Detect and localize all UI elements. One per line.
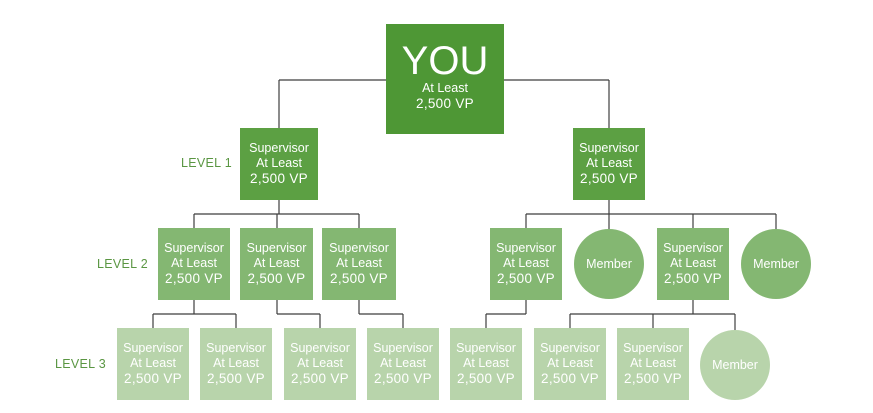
- level-3-member-node: Member: [700, 330, 770, 400]
- level-2-supervisor-node: Supervisor At Least 2,500 VP: [657, 228, 729, 300]
- node-requirement-value: 2,500 VP: [330, 270, 388, 286]
- level-2-supervisor-node: Supervisor At Least 2,500 VP: [158, 228, 230, 300]
- node-requirement-label: At Least: [380, 355, 426, 370]
- node-requirement-value: 2,500 VP: [457, 370, 515, 386]
- node-requirement-value: 2,500 VP: [541, 370, 599, 386]
- node-role: Supervisor: [206, 340, 266, 355]
- you-title: YOU: [401, 39, 489, 84]
- node-requirement-value: 2,500 VP: [664, 270, 722, 286]
- node-role: Supervisor: [456, 340, 516, 355]
- node-requirement-label: At Least: [503, 255, 549, 270]
- node-role: Member: [586, 256, 632, 271]
- node-role: Member: [712, 357, 758, 372]
- node-role: Supervisor: [579, 140, 639, 155]
- level-2-supervisor-node: Supervisor At Least 2,500 VP: [322, 228, 396, 300]
- level-3-supervisor-node: Supervisor At Least 2,500 VP: [367, 328, 439, 400]
- node-requirement-label: At Least: [670, 255, 716, 270]
- level-2-supervisor-node: Supervisor At Least 2,500 VP: [240, 228, 313, 300]
- node-role: Supervisor: [290, 340, 350, 355]
- level-2-label: LEVEL 2: [97, 257, 148, 271]
- node-requirement-value: 2,500 VP: [247, 270, 306, 286]
- node-requirement-value: 2,500 VP: [250, 170, 308, 186]
- node-role: Supervisor: [663, 240, 723, 255]
- node-role: Supervisor: [496, 240, 556, 255]
- node-requirement-label: At Least: [253, 255, 300, 270]
- level-1-supervisor-node: Supervisor At Least 2,500 VP: [240, 128, 318, 200]
- level-2-supervisor-node: Supervisor At Least 2,500 VP: [490, 228, 562, 300]
- node-role: Supervisor: [623, 340, 683, 355]
- node-role: Supervisor: [164, 240, 224, 255]
- node-requirement-value: 2,500 VP: [291, 370, 349, 386]
- node-role: Supervisor: [373, 340, 433, 355]
- level-3-supervisor-node: Supervisor At Least 2,500 VP: [450, 328, 522, 400]
- level-2-member-node: Member: [574, 229, 644, 299]
- node-requirement-value: 2,500 VP: [580, 170, 638, 186]
- node-requirement-label: At Least: [463, 355, 509, 370]
- node-requirement-value: 2,500 VP: [124, 370, 182, 386]
- level-3-supervisor-node: Supervisor At Least 2,500 VP: [200, 328, 272, 400]
- level-3-label: LEVEL 3: [55, 357, 106, 371]
- node-role: Supervisor: [249, 140, 309, 155]
- node-requirement-label: At Least: [586, 155, 632, 170]
- node-requirement-label: At Least: [630, 355, 676, 370]
- node-requirement-label: At Least: [256, 155, 302, 170]
- you-requirement-label: At Least: [422, 81, 468, 96]
- node-requirement-value: 2,500 VP: [165, 270, 223, 286]
- node-requirement-label: At Least: [336, 255, 382, 270]
- node-requirement-label: At Least: [213, 355, 259, 370]
- you-requirement-value: 2,500 VP: [416, 96, 474, 112]
- level-2-member-node: Member: [741, 229, 811, 299]
- node-requirement-label: At Least: [130, 355, 176, 370]
- node-role: Supervisor: [246, 240, 307, 255]
- node-requirement-label: At Least: [297, 355, 343, 370]
- level-3-supervisor-node: Supervisor At Least 2,500 VP: [534, 328, 606, 400]
- level-1-label: LEVEL 1: [181, 156, 232, 170]
- node-role: Supervisor: [123, 340, 183, 355]
- level-1-supervisor-node: Supervisor At Least 2,500 VP: [573, 128, 645, 200]
- node-requirement-value: 2,500 VP: [374, 370, 432, 386]
- node-role: Supervisor: [540, 340, 600, 355]
- node-requirement-value: 2,500 VP: [624, 370, 682, 386]
- level-3-supervisor-node: Supervisor At Least 2,500 VP: [117, 328, 189, 400]
- level-3-supervisor-node: Supervisor At Least 2,500 VP: [284, 328, 356, 400]
- node-role: Member: [753, 256, 799, 271]
- node-requirement-label: At Least: [547, 355, 593, 370]
- you-node: YOU At Least 2,500 VP: [386, 24, 504, 134]
- level-3-supervisor-node: Supervisor At Least 2,500 VP: [617, 328, 689, 400]
- node-role: Supervisor: [329, 240, 389, 255]
- node-requirement-label: At Least: [171, 255, 217, 270]
- node-requirement-value: 2,500 VP: [207, 370, 265, 386]
- node-requirement-value: 2,500 VP: [497, 270, 555, 286]
